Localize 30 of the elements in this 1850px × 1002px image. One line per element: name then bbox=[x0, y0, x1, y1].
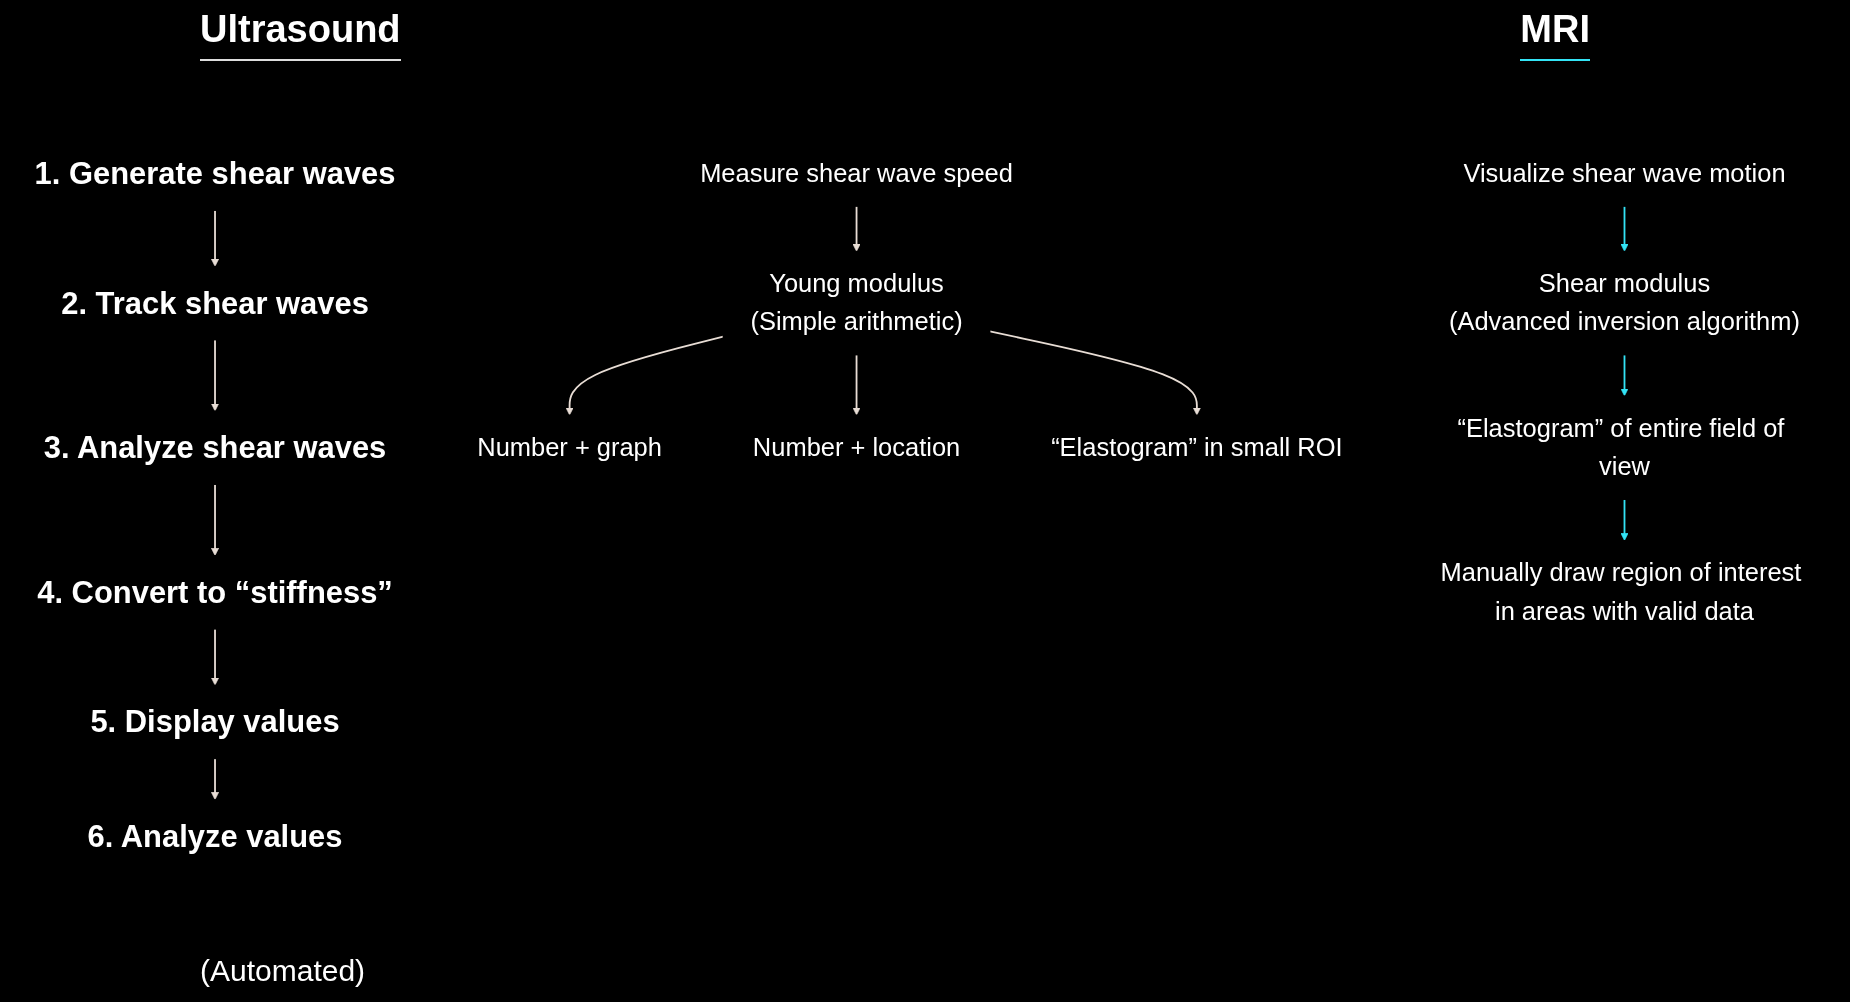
arrow bbox=[852, 354, 861, 416]
arrow bbox=[211, 757, 219, 800]
node-text: 5. Display values bbox=[90, 704, 340, 739]
arrow bbox=[852, 205, 861, 252]
note: (Automated) bbox=[200, 954, 366, 988]
arrow bbox=[1620, 354, 1629, 397]
node-text: Visualize shear wave motion bbox=[1463, 159, 1786, 188]
arrow bbox=[211, 628, 219, 686]
node-text: Number + graph bbox=[477, 433, 662, 462]
node-text: 1. Generate shear waves bbox=[34, 155, 396, 191]
arrow bbox=[211, 339, 219, 412]
node-text: Manually draw region of interest in areas with valid data bbox=[1440, 558, 1802, 626]
node-text: Number + location bbox=[752, 433, 961, 462]
node-text: 3. Analyze shear waves bbox=[43, 429, 387, 465]
arrow bbox=[1620, 205, 1629, 252]
node-text: 4. Convert to “stiffness” bbox=[37, 574, 393, 610]
arrow bbox=[211, 483, 219, 556]
node-text: “Elastogram” in small ROI bbox=[1051, 433, 1343, 462]
node-text: Shear modulus (Advanced inversion algorithm) bbox=[1449, 269, 1800, 336]
node-text: “Elastogram” of entire field of view bbox=[1457, 414, 1785, 481]
node-text: 6. Analyze values bbox=[87, 818, 343, 854]
arrow bbox=[989, 330, 1201, 416]
arrow bbox=[211, 209, 219, 267]
node-text: Measure shear wave speed bbox=[700, 159, 1013, 188]
node-text: 2. Track shear waves bbox=[61, 285, 369, 320]
column-heading: MRI bbox=[1520, 8, 1590, 61]
arrow bbox=[1620, 498, 1629, 541]
arrow bbox=[565, 335, 725, 416]
column-heading: Ultrasound bbox=[200, 8, 401, 61]
node-text: Young modulus (Simple arithmetic) bbox=[750, 269, 963, 336]
